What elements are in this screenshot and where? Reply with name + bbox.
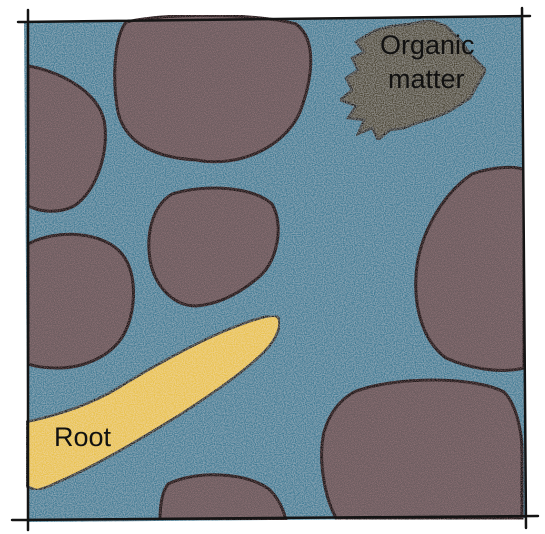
particle-bottom-right <box>322 380 522 518</box>
organic-matter-label-line2: matter <box>388 64 465 94</box>
root-label: Root <box>54 422 112 452</box>
organic-matter-label-line1: Organic <box>380 30 475 60</box>
